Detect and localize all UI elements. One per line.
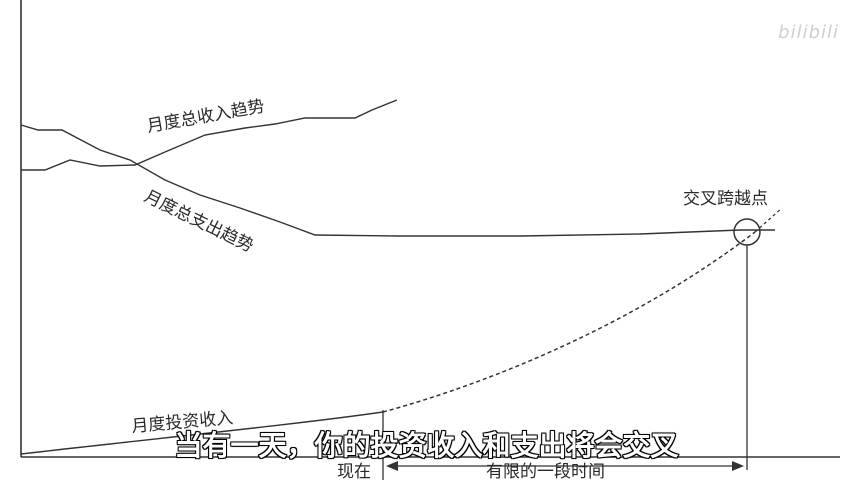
expense-trend-label: 月度总支出趋势 (141, 187, 257, 257)
investment-income-projection (382, 231, 756, 413)
video-subtitle: 当有一天，你的投资收入和支出将会交叉 (174, 428, 680, 463)
limited-period-label: 有限的一段时间 (486, 462, 605, 480)
income-trend-label: 月度总收入趋势 (145, 97, 266, 137)
crossover-point-label: 交叉跨越点 (683, 189, 768, 209)
bilibili-watermark: bilibili (778, 22, 839, 43)
investment-income-line (20, 411, 384, 455)
period-arrow-left (386, 461, 398, 471)
crossover-circle (733, 218, 761, 246)
expense-trend-line (20, 124, 775, 237)
income-trend-line (21, 99, 398, 171)
now-label: 现在 (337, 462, 371, 480)
period-arrow-right (732, 461, 744, 471)
